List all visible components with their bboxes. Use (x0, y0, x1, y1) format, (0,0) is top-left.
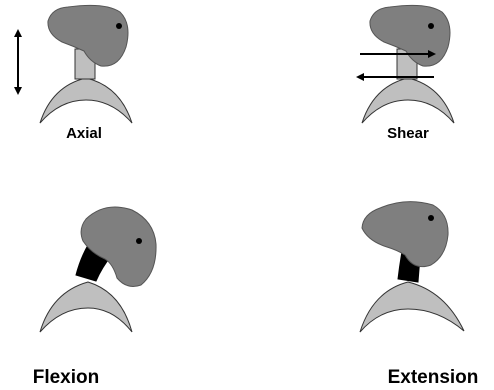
shear-eye (428, 23, 434, 29)
flexion-panel: Flexion (33, 207, 156, 388)
extension-eye (428, 215, 434, 221)
extension-panel: Extension (360, 202, 478, 388)
shear-label: Shear (387, 125, 429, 142)
shear-head (370, 5, 450, 66)
shear-panel: Shear (360, 5, 454, 142)
axial-eye (116, 23, 122, 29)
axial-label: Axial (66, 125, 102, 142)
extension-label: Extension (388, 367, 479, 388)
flexion-label: Flexion (33, 367, 100, 388)
shear-base (362, 78, 454, 123)
flexion-base (40, 282, 132, 332)
extension-base (360, 282, 464, 332)
axial-panel: Axial (18, 5, 132, 142)
axial-base (40, 78, 132, 123)
axial-head (48, 5, 128, 66)
flexion-eye (136, 238, 142, 244)
